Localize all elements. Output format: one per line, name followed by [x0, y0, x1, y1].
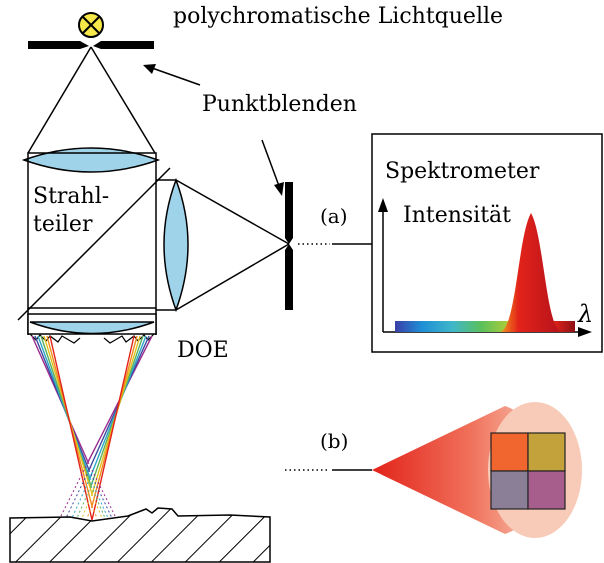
light-source-lamp	[78, 12, 104, 38]
specimen-surface	[9, 507, 271, 563]
spectrum-band	[395, 321, 575, 332]
pixel-cell	[490, 432, 529, 472]
chromatic-ray-fan-dotted	[59, 461, 117, 519]
beam-splitter-label-line1: Strahl-	[33, 184, 109, 209]
detection-beam	[156, 179, 290, 311]
x-axis-arrowhead	[578, 327, 592, 337]
doe-label: DOE	[177, 338, 229, 363]
light-source-label: polychromatische Lichtquelle	[173, 4, 503, 29]
beam-splitter-cube	[17, 152, 171, 335]
collimating-lens	[21, 147, 161, 173]
x-axis-label: λ	[577, 300, 593, 328]
focusing-lens-side	[163, 177, 189, 313]
pinholes-label: Punktblenden	[202, 92, 357, 117]
pinhole-arrow-right	[261, 139, 284, 196]
y-axis-arrowhead	[378, 198, 388, 212]
pixel-cell	[527, 470, 566, 510]
pixel-cell	[527, 432, 566, 472]
spectral-peak	[500, 213, 562, 332]
pinhole-arrow-top	[143, 64, 201, 86]
chromatic-ray-fan	[31, 335, 153, 521]
detection-pinhole-aperture	[285, 182, 293, 310]
pixel-cell	[490, 470, 529, 510]
marker-b-label: (b)	[320, 429, 348, 453]
beam-splitter-label-line2: teiler	[33, 212, 93, 237]
illumination-cone	[27, 46, 156, 154]
doe-element	[27, 313, 157, 344]
spectrometer-title: Spektrometer	[385, 159, 540, 184]
spectrometer-box	[371, 133, 603, 353]
camera-pixel-grid	[490, 432, 566, 510]
y-axis-label: Intensität	[403, 203, 511, 228]
top-pinhole-aperture	[28, 41, 154, 49]
marker-a-label: (a)	[320, 204, 348, 228]
